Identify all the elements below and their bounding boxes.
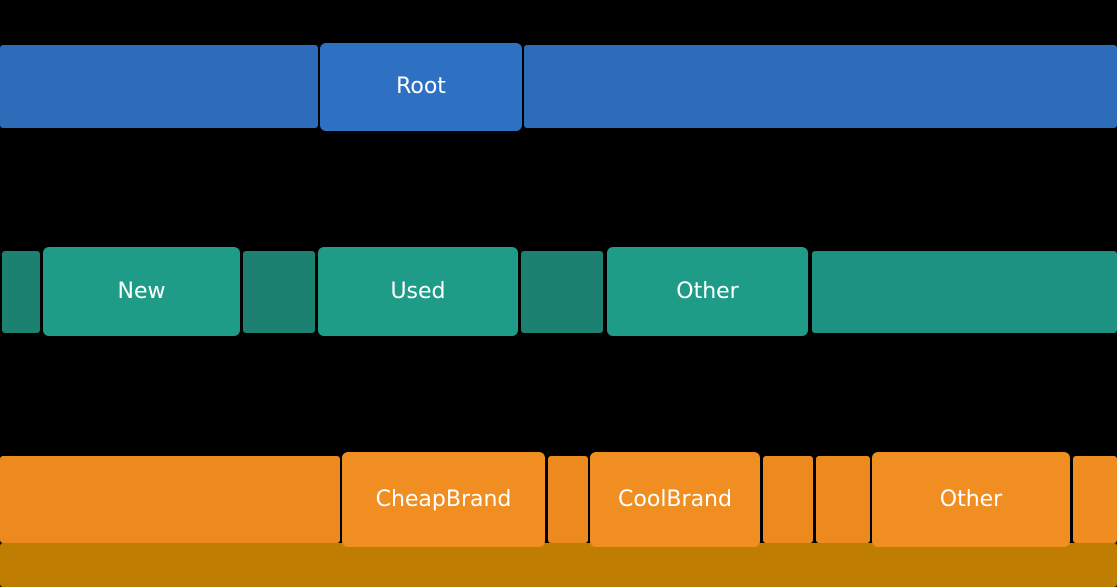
icicle-node-level2-categories-other[interactable]: Other: [607, 247, 808, 336]
icicle-node-label: Used: [390, 278, 446, 304]
icicle-node-level2-categories-new[interactable]: New: [43, 247, 240, 336]
icicle-node-label: Other: [939, 486, 1003, 512]
icicle-level4-partial-segment-0[interactable]: [0, 543, 1117, 587]
icicle-node-label: New: [117, 278, 166, 304]
icicle-level3-brands-segment-7[interactable]: [1073, 456, 1117, 543]
icicle-level2-categories-segment-4[interactable]: [521, 251, 603, 333]
icicle-node-level1-root-root[interactable]: Root: [320, 43, 522, 131]
icicle-level2-categories-segment-6[interactable]: [812, 251, 1117, 333]
icicle-node-level3-brands-coolbrand[interactable]: CoolBrand: [590, 452, 760, 547]
icicle-node-label: CheapBrand: [375, 486, 512, 512]
icicle-level3-brands-segment-2[interactable]: [548, 456, 588, 543]
icicle-node-level3-brands-cheapbrand[interactable]: CheapBrand: [342, 452, 545, 547]
icicle-level2-categories-segment-0[interactable]: [2, 251, 40, 333]
icicle-node-level3-brands-other[interactable]: Other: [872, 452, 1070, 547]
icicle-node-label: CoolBrand: [618, 486, 732, 512]
icicle-level1-root-segment-2[interactable]: [524, 45, 1117, 128]
icicle-node-level2-categories-used[interactable]: Used: [318, 247, 518, 336]
icicle-level3-brands-segment-0[interactable]: [0, 456, 340, 543]
icicle-node-label: Root: [396, 74, 446, 99]
icicle-level3-brands-segment-5[interactable]: [816, 456, 870, 543]
icicle-level3-brands-segment-4[interactable]: [763, 456, 813, 543]
icicle-level2-categories-segment-2[interactable]: [243, 251, 315, 333]
icicle-node-label: Other: [676, 278, 739, 304]
icicle-level1-root-segment-0[interactable]: [0, 45, 318, 128]
